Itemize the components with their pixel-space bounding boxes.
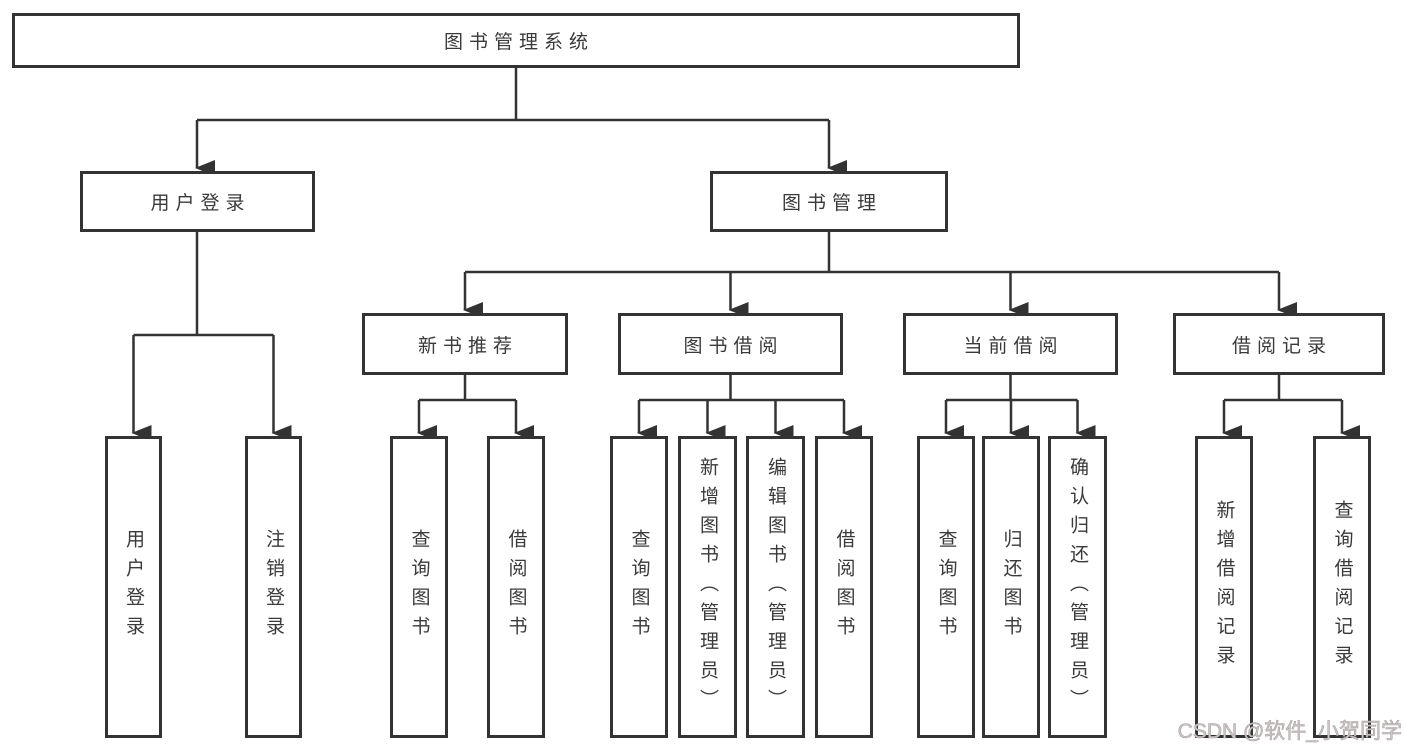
leaf-confirm-return-admin: 确认归还（管理员） <box>1048 436 1107 738</box>
leaf-add-book-admin: 新增图书（管理员） <box>678 436 737 738</box>
node-user-login: 用户登录 <box>80 171 315 232</box>
leaf-logout: 注销登录 <box>245 436 302 738</box>
leaf-query-book-current-label: 查询图书 <box>935 529 957 645</box>
leaf-query-borrow-record: 查询借阅记录 <box>1313 436 1371 738</box>
leaf-user-login: 用户登录 <box>105 436 162 738</box>
leaf-borrow-book-borrowing-label: 借阅图书 <box>833 529 855 645</box>
node-library-management-system: 图书管理系统 <box>12 13 1020 68</box>
leaf-add-borrow-record: 新增借阅记录 <box>1195 436 1253 738</box>
leaf-return-book-label: 归还图书 <box>1000 529 1022 645</box>
node-book-borrowing: 图书借阅 <box>618 313 843 375</box>
leaf-add-borrow-record-label: 新增借阅记录 <box>1213 500 1235 674</box>
leaf-confirm-return-admin-label: 确认归还（管理员） <box>1067 456 1088 718</box>
leaf-return-book: 归还图书 <box>982 436 1040 738</box>
leaf-logout-label: 注销登录 <box>263 529 284 645</box>
csdn-watermark: CSDN @软件_小贺同学 <box>1177 720 1402 744</box>
leaf-query-book-recommend: 查询图书 <box>390 436 448 738</box>
leaf-edit-book-admin-label: 编辑图书（管理员） <box>765 456 786 718</box>
leaf-edit-book-admin: 编辑图书（管理员） <box>746 436 805 738</box>
leaf-borrow-book-recommend: 借阅图书 <box>487 436 545 738</box>
leaf-borrow-book-borrowing: 借阅图书 <box>815 436 873 738</box>
leaf-borrow-book-recommend-label: 借阅图书 <box>505 529 527 645</box>
node-new-book-recommend: 新书推荐 <box>362 313 568 375</box>
leaf-query-book-borrowing-label: 查询图书 <box>628 529 650 645</box>
node-current-borrowing: 当前借阅 <box>903 313 1118 375</box>
leaf-user-login-label: 用户登录 <box>123 529 144 645</box>
leaf-add-book-admin-label: 新增图书（管理员） <box>697 456 718 718</box>
leaf-query-book-recommend-label: 查询图书 <box>408 529 430 645</box>
leaf-query-book-borrowing: 查询图书 <box>610 436 668 738</box>
leaf-query-book-current: 查询图书 <box>917 436 975 738</box>
leaf-query-borrow-record-label: 查询借阅记录 <box>1331 500 1353 674</box>
node-book-management: 图书管理 <box>710 171 948 232</box>
node-borrowing-records: 借阅记录 <box>1173 313 1385 375</box>
